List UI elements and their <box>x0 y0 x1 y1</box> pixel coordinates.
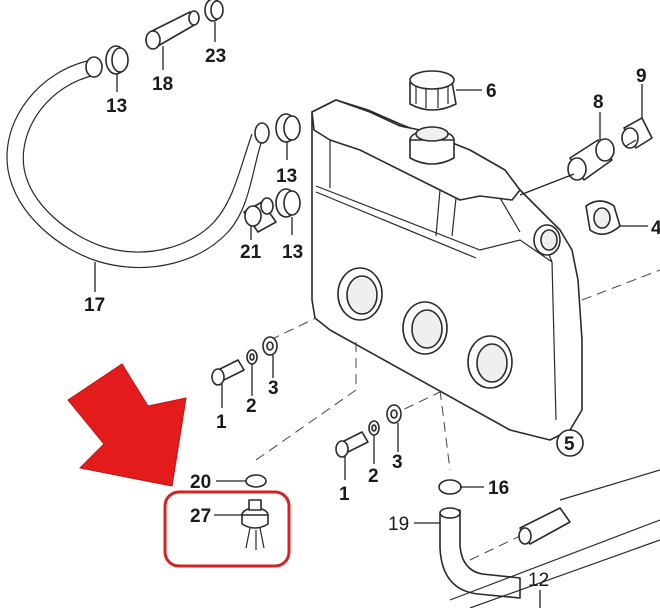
fastener-set-lower <box>335 404 402 480</box>
label-21: 21 <box>240 242 262 263</box>
label-13a: 13 <box>106 96 127 117</box>
hose-19 <box>414 507 521 599</box>
fitting-21 <box>243 197 277 240</box>
highlight-box <box>163 490 291 568</box>
label-23: 23 <box>205 46 226 67</box>
clamp-23 <box>204 0 224 42</box>
label-13b: 13 <box>276 166 297 187</box>
label-19: 19 <box>388 514 409 535</box>
label-9: 9 <box>636 66 647 87</box>
label-1b: 1 <box>339 484 350 505</box>
fastener-set-left <box>211 336 278 408</box>
label-3b: 3 <box>392 452 403 473</box>
clamp-16 <box>438 479 484 495</box>
label-18: 18 <box>152 74 173 95</box>
label-8: 8 <box>593 92 604 113</box>
label-13c: 13 <box>282 242 303 263</box>
label-1a: 1 <box>216 412 227 433</box>
tank-5 <box>255 99 584 471</box>
label-12: 12 <box>528 570 549 591</box>
part-4 <box>581 200 660 301</box>
clamp-13-lower <box>275 188 301 235</box>
o-ring-20 <box>216 474 267 488</box>
label-3a: 3 <box>268 378 279 399</box>
sender-27 <box>214 499 269 550</box>
part-8 <box>519 112 615 196</box>
clamp-13-top <box>105 45 129 92</box>
clamp-13-mid <box>275 113 301 160</box>
label-2a: 2 <box>246 396 257 417</box>
label-4: 4 <box>651 218 660 239</box>
part-12 <box>449 469 660 608</box>
label-20: 20 <box>190 472 211 493</box>
hose-17 <box>6 56 270 292</box>
label-6: 6 <box>486 81 497 102</box>
label-5: 5 <box>564 434 575 455</box>
label-27: 27 <box>190 506 211 527</box>
part-9 <box>621 84 653 149</box>
cap-6 <box>409 70 482 111</box>
red-arrow-icon <box>67 363 187 487</box>
label-17: 17 <box>84 295 105 316</box>
label-2b: 2 <box>368 466 379 487</box>
label-16: 16 <box>488 478 509 499</box>
fitting-18 <box>145 10 200 70</box>
